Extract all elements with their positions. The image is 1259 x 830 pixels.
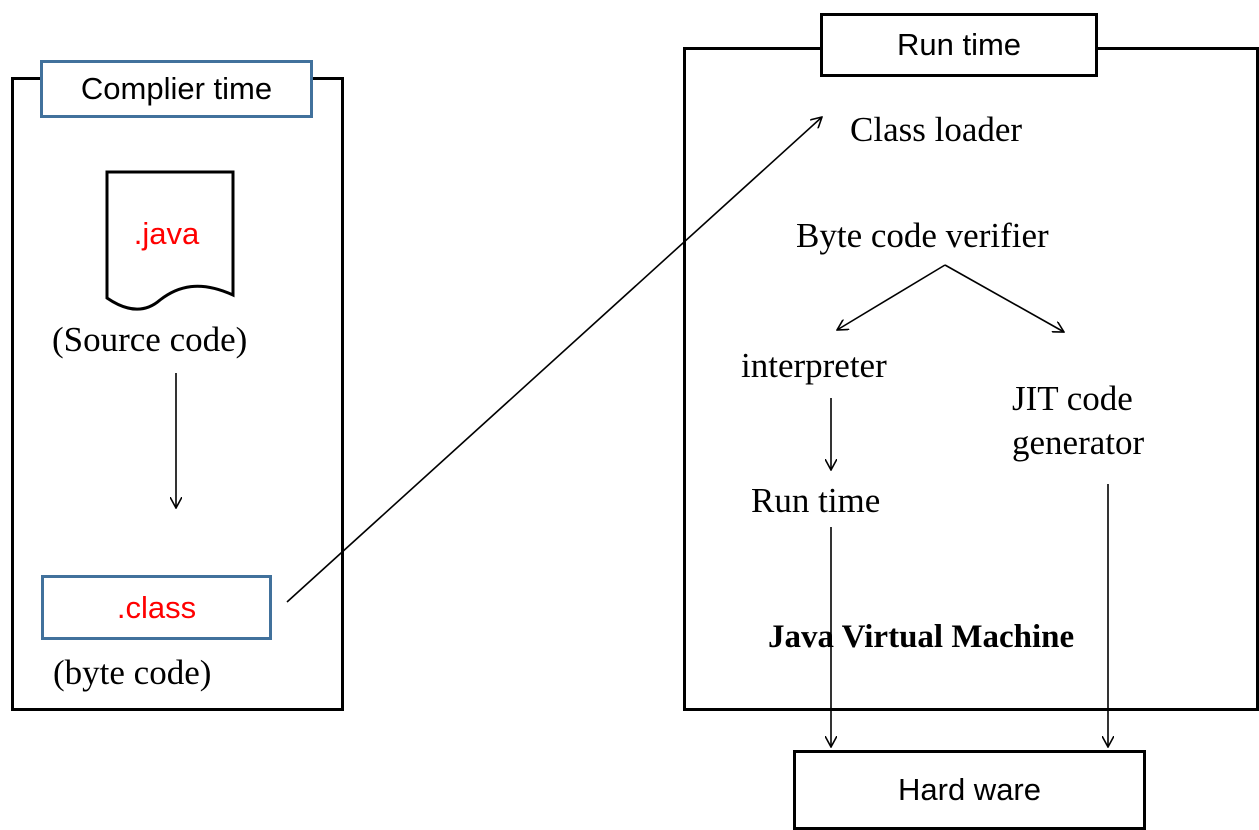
document-icon: [105, 170, 235, 311]
byte-code-caption: (byte code): [53, 653, 212, 692]
byte-code-verifier-label: Byte code verifier: [796, 216, 1049, 255]
jit-code-label: JIT code: [1012, 379, 1133, 418]
arrow-verifier-to-interpreter: [837, 264, 946, 330]
class-file-box: .class: [41, 575, 272, 640]
arrow-class-to-loader: [286, 117, 822, 603]
interpreter-label: interpreter: [741, 346, 887, 385]
jvm-label: Java Virtual Machine: [768, 619, 1075, 655]
jit-generator-label: generator: [1012, 423, 1145, 462]
class-loader-label: Class loader: [850, 110, 1023, 149]
run-time-label: Run time: [751, 481, 881, 520]
java-file-label: .java: [133, 216, 200, 251]
compile-time-title: Complier time: [40, 60, 313, 118]
arrow-verifier-to-jit: [944, 264, 1064, 332]
source-code-caption: (Source code): [52, 320, 248, 359]
runtime-title: Run time: [820, 13, 1098, 77]
